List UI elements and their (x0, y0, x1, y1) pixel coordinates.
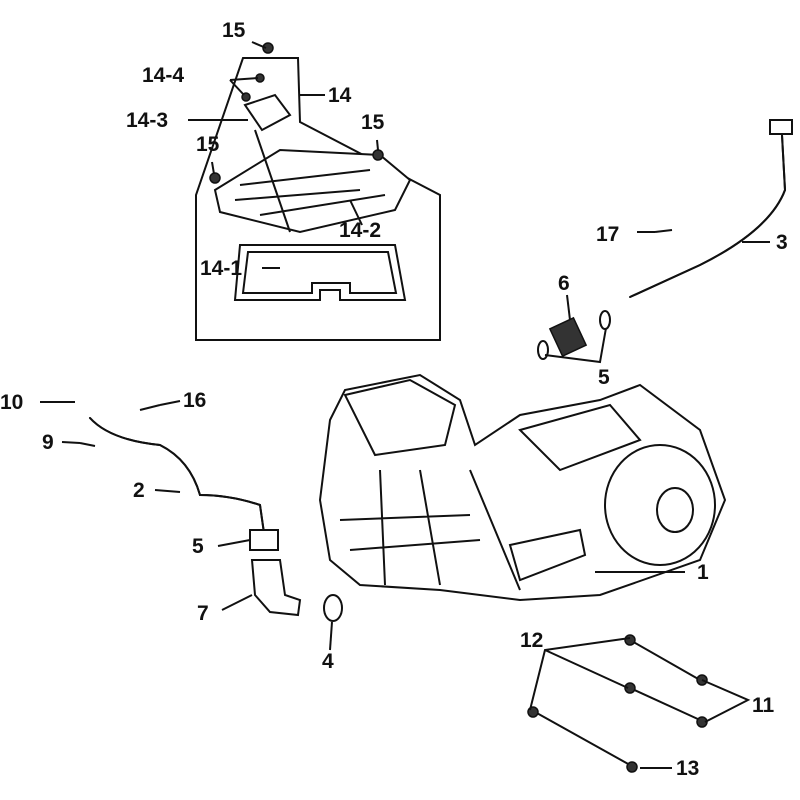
hose-3 (629, 134, 787, 298)
bolt-15 (209, 172, 221, 184)
callout-14-3: 14-3 (126, 109, 169, 132)
callout-14-1: 14-1 (200, 257, 243, 280)
callout-4: 4 (322, 650, 334, 673)
callout-15: 15 (361, 111, 385, 134)
hose-3-end (769, 119, 793, 135)
callout-2: 2 (133, 479, 145, 502)
elbow-7 (250, 559, 302, 617)
clamp-5 (599, 310, 611, 330)
callout-14: 14 (328, 84, 352, 107)
callout-14-4: 14-4 (142, 64, 185, 87)
callout-10: 10 (0, 391, 24, 414)
callout-5: 5 (192, 535, 204, 558)
cylinder-cover-14 (213, 93, 412, 234)
callout-15: 15 (222, 19, 246, 42)
engine-1 (318, 373, 727, 602)
gasket-14-1 (233, 244, 407, 301)
joint-6 (548, 316, 588, 358)
callout-3: 3 (776, 231, 788, 254)
callout-7: 7 (197, 602, 209, 625)
callout-14-2: 14-2 (339, 219, 382, 242)
callout-11: 11 (752, 694, 775, 717)
callout-16: 16 (183, 389, 207, 412)
leader-lines (40, 41, 770, 769)
callout-17: 17 (596, 223, 620, 246)
inset-box (195, 57, 441, 341)
callout-9: 9 (42, 431, 54, 454)
callout-1: 1 (697, 561, 709, 584)
bolts-11-12-13 (527, 634, 708, 773)
clamp-5 (537, 340, 549, 360)
clamp-5 (249, 529, 279, 551)
callout-15: 15 (196, 133, 220, 156)
callout-5: 5 (598, 366, 610, 389)
callout-12: 12 (520, 629, 544, 652)
o-ring-4 (323, 594, 343, 622)
bolt-15 (262, 42, 274, 54)
callout-6: 6 (558, 272, 570, 295)
bolt-15 (372, 149, 384, 161)
callout-13: 13 (676, 757, 700, 780)
